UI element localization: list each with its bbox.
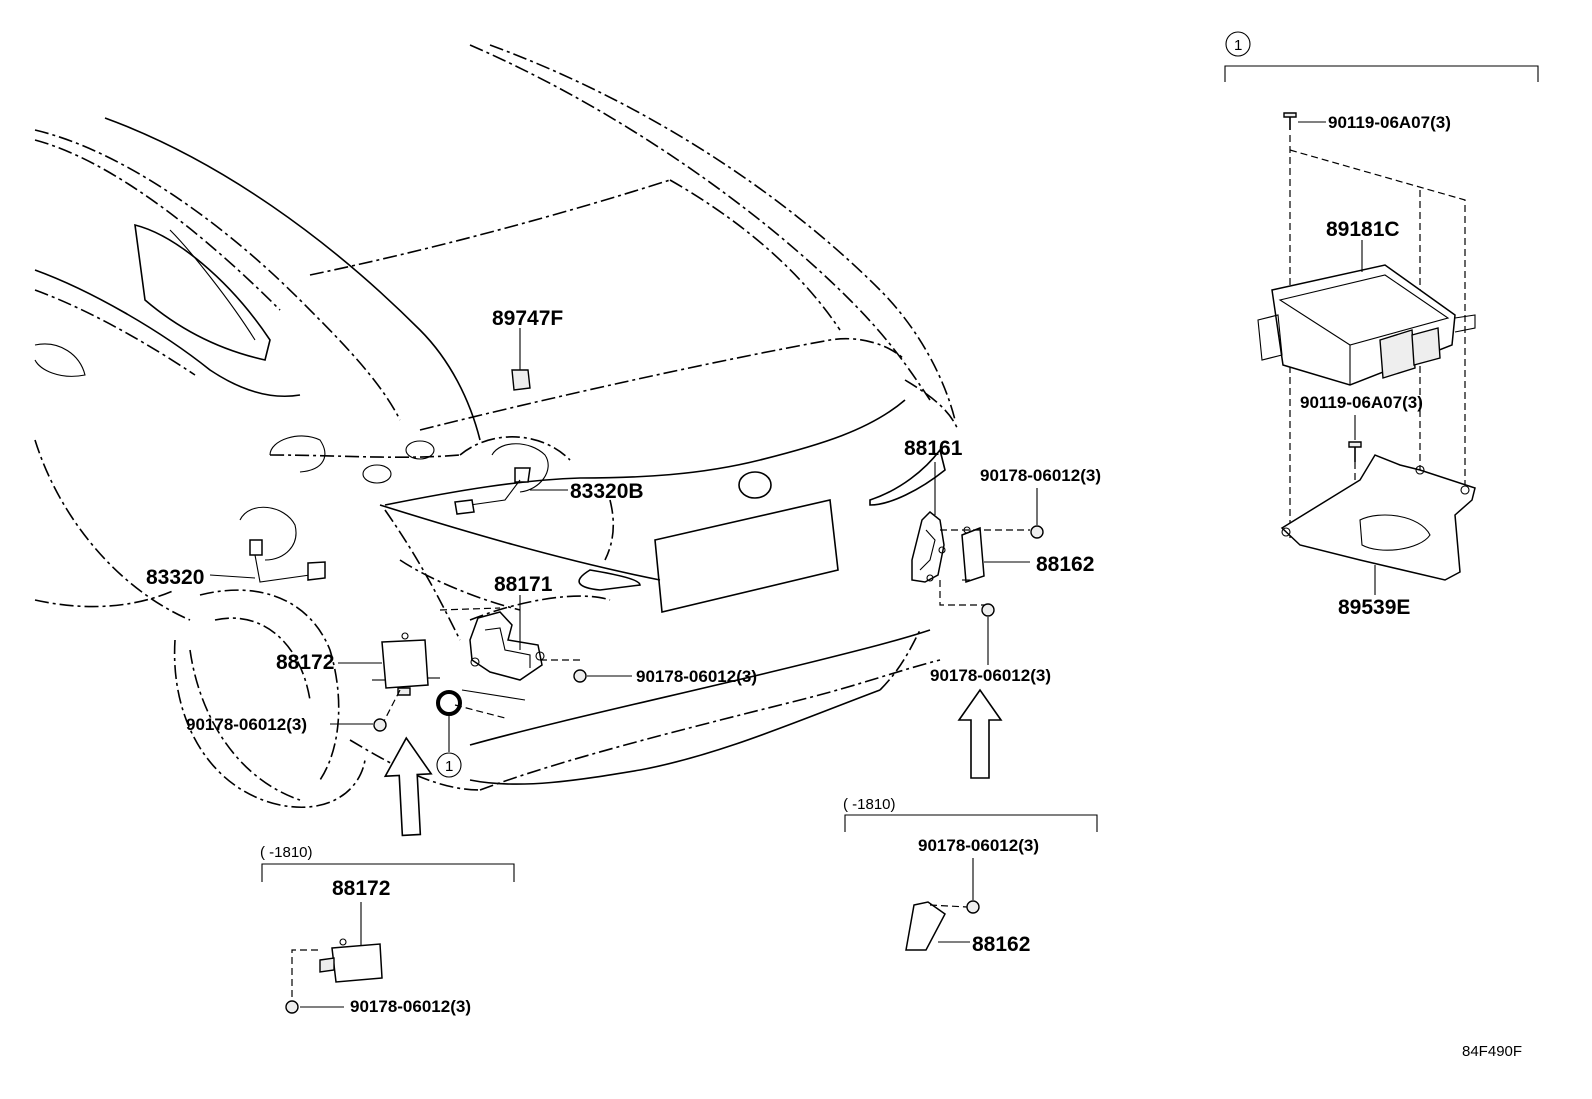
nut-right-lower: 90178-06012(3) bbox=[930, 603, 1051, 685]
label-88172-alt: 88172 bbox=[332, 877, 390, 900]
label-nut-right-upper: 90178-06012(3) bbox=[980, 466, 1101, 485]
label-nut-alt-left: 90178-06012(3) bbox=[350, 997, 471, 1016]
variant-right-range: ( -1810) bbox=[843, 796, 896, 813]
group-1-assembly: 1 90119-06A07(3) 89181C 90119-06A07(3) bbox=[1224, 31, 1539, 619]
label-bolt-top: 90119-06A07(3) bbox=[1328, 113, 1451, 132]
diagram-reference-code: 84F490F bbox=[1462, 1043, 1522, 1060]
label-83320: 83320 bbox=[146, 566, 204, 589]
label-88172-main: 88172 bbox=[276, 651, 334, 674]
label-nut-left: 90178-06012(3) bbox=[186, 715, 307, 734]
variant-left-range: ( -1810) bbox=[260, 844, 313, 861]
label-89747F: 89747F bbox=[492, 307, 563, 330]
label-88171: 88171 bbox=[494, 573, 553, 596]
label-88162-alt: 88162 bbox=[972, 933, 1030, 956]
callout-number-bumper: 1 bbox=[445, 758, 453, 775]
label-bolt-mid: 90119-06A07(3) bbox=[1300, 393, 1423, 412]
vehicle-body-outline bbox=[34, 44, 959, 808]
label-89539E: 89539E bbox=[1338, 596, 1410, 619]
label-nut-alt-right: 90178-06012(3) bbox=[918, 836, 1039, 855]
label-nut-center: 90178-06012(3) bbox=[636, 667, 757, 686]
nut-left: 90178-06012(3) bbox=[186, 715, 387, 734]
callout-marker-bumper: 1 bbox=[436, 690, 462, 778]
variant-box-left: ( -1810) 88172 90178-06012(3) bbox=[260, 844, 515, 1016]
sensor-88162-main: 88162 bbox=[939, 526, 1094, 606]
label-83320B: 83320B bbox=[570, 480, 644, 503]
horn-83320: 83320 bbox=[146, 506, 326, 589]
sensor-88172-main: 88172 bbox=[276, 632, 526, 726]
bracket-88161: 88161 bbox=[904, 437, 963, 583]
view-arrow-left bbox=[383, 736, 433, 837]
label-88162-main: 88162 bbox=[1036, 553, 1094, 576]
nut-center: 90178-06012(3) bbox=[573, 667, 757, 686]
horn-83320B: 83320B bbox=[454, 443, 644, 515]
label-88161: 88161 bbox=[904, 437, 963, 460]
group-1-marker: 1 bbox=[1234, 37, 1242, 54]
bracket-88171: 88171 bbox=[439, 573, 580, 681]
view-arrow-right bbox=[957, 688, 1003, 779]
label-89181C: 89181C bbox=[1326, 218, 1400, 241]
variant-box-right: ( -1810) 90178-06012(3) 88162 bbox=[843, 796, 1098, 956]
label-nut-right-lower: 90178-06012(3) bbox=[930, 666, 1051, 685]
camera-89747F: 89747F bbox=[492, 307, 563, 391]
nut-right-upper: 90178-06012(3) bbox=[980, 466, 1101, 539]
